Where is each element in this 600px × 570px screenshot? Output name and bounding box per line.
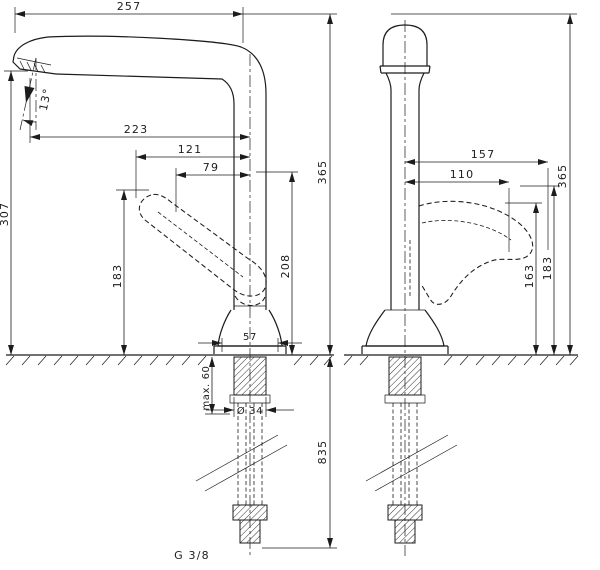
side-deck xyxy=(5,354,334,366)
dim-total-height: 365 xyxy=(556,14,573,355)
dim-handle-reach-label: 157 xyxy=(471,148,496,161)
dim-handle-pivot-height: 163 xyxy=(505,202,542,355)
dim-body-height: 208 xyxy=(256,171,298,355)
dim-spout-reach-label: 257 xyxy=(117,0,142,13)
dim-outlet-height: 307 xyxy=(0,70,28,355)
handle-inner-line xyxy=(421,220,512,241)
dim-handle-inner-reach: 110 xyxy=(405,168,510,252)
dim-outlet-to-center-label: 223 xyxy=(124,123,149,136)
dim-max-deck-thickness-label: max. 60 xyxy=(201,365,212,410)
dim-base-diameter-label: 57 xyxy=(243,332,257,343)
dim-base-diameter: 57 xyxy=(198,332,302,352)
angle-arc xyxy=(22,119,37,127)
shank-nut xyxy=(229,394,271,404)
dim-total-height-label: 365 xyxy=(556,164,569,189)
aerator-edge xyxy=(16,57,52,66)
handle-pivot-cap xyxy=(234,295,266,307)
dim-outlet-height-label: 307 xyxy=(0,202,11,227)
dim-handle-reach: 157 xyxy=(405,148,549,250)
hose-connector-thread xyxy=(394,519,416,544)
front-deck xyxy=(343,354,579,366)
threaded-shank xyxy=(388,356,422,396)
dim-handle-to-center-label: 79 xyxy=(203,161,219,174)
handle-outline xyxy=(418,200,534,305)
hose-connector-thread xyxy=(239,519,261,544)
hose-connector-nut xyxy=(232,504,268,521)
spout-top-edge xyxy=(47,35,267,310)
dim-handle-tip-to-center: 121 xyxy=(135,143,250,198)
side-dimensions: 257 13° 365 307 223 xyxy=(0,0,337,562)
dim-total-height: 365 xyxy=(316,14,333,355)
dim-handle-to-center: 79 xyxy=(175,161,250,212)
flow-direction-arrow xyxy=(24,86,35,103)
dim-shank-diameter-label: Ø 34 xyxy=(237,405,263,417)
dim-hose-length: 835 xyxy=(262,357,337,549)
dim-handle-inner-reach-label: 110 xyxy=(450,168,475,181)
dim-body-height-label: 208 xyxy=(279,254,292,279)
deck-hatch xyxy=(343,355,579,366)
dim-max-deck-thickness: max. 60 xyxy=(201,357,230,415)
dim-handle-top-height-label: 183 xyxy=(541,256,554,281)
dim-handle-height: 183 xyxy=(111,189,149,355)
front-faucet xyxy=(361,20,534,556)
handle-outline xyxy=(138,193,267,297)
base-flange xyxy=(213,345,287,354)
base-flange xyxy=(361,345,449,354)
outlet-tilted-axis xyxy=(19,57,37,131)
spout-tip-outline xyxy=(12,36,57,75)
handle-inner-line xyxy=(157,211,244,278)
threaded-shank xyxy=(233,356,267,396)
front-view: 157 110 365 183 163 xyxy=(343,13,579,556)
body-left-edge xyxy=(385,72,392,310)
aerator-hatch xyxy=(19,60,46,73)
dim-handle-height-label: 183 xyxy=(111,264,124,289)
side-view: 257 13° 365 307 223 xyxy=(0,0,337,562)
hose-break-lines xyxy=(365,434,458,492)
dim-spout-angle-label: 13° xyxy=(37,87,55,112)
thread-size-label: G 3/8 xyxy=(174,549,210,562)
extension-line xyxy=(14,7,337,43)
front-dimensions: 157 110 365 183 163 xyxy=(391,13,577,355)
dim-hose-length-label: 835 xyxy=(316,440,329,465)
deck-hatch xyxy=(5,355,333,366)
side-faucet xyxy=(12,35,287,556)
dim-spout-reach: 257 xyxy=(14,0,337,43)
dim-handle-pivot-height-label: 163 xyxy=(523,264,536,289)
spout-bottom-edge xyxy=(55,73,235,310)
side-below-deck xyxy=(195,356,288,544)
dim-total-height-label: 365 xyxy=(316,160,329,185)
dim-outlet-to-center: 223 xyxy=(29,78,250,143)
dim-handle-top-height: 183 xyxy=(520,185,560,355)
body-right-edge xyxy=(418,72,425,310)
dim-handle-tip-to-center-label: 121 xyxy=(178,143,203,156)
front-below-deck xyxy=(365,356,458,544)
hose-connector-nut xyxy=(387,504,423,521)
shank-nut xyxy=(384,394,426,404)
hose-break-lines xyxy=(195,434,288,492)
